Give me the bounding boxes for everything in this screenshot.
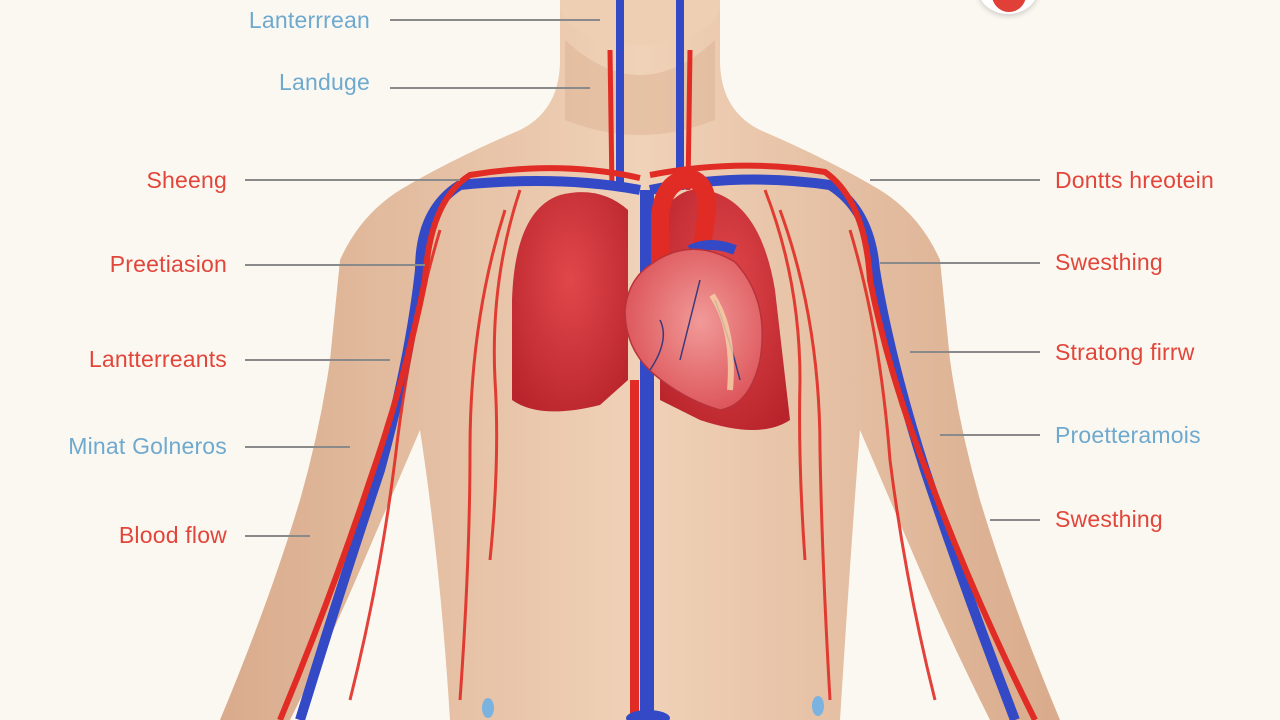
- label-lanterrrean: Lanterrrean: [248, 7, 370, 33]
- aortic-arch: [651, 170, 716, 299]
- left-lung: [512, 192, 628, 412]
- label-dontts-hreotein: Dontts hreotein: [1055, 167, 1214, 193]
- label-stratong-firrw: Stratong firrw: [1055, 339, 1195, 365]
- label-swesthing-1: Swesthing: [1055, 249, 1163, 275]
- right-shoulder-vein: [649, 174, 1020, 720]
- label-minat-golneros: Minat Golneros: [68, 433, 227, 459]
- label-blood-flow: Blood flow: [118, 522, 227, 548]
- droplet-icon: [812, 696, 824, 716]
- left-chest-arteries: [348, 189, 522, 701]
- label-lantterreants: Lantterreants: [88, 346, 227, 372]
- droplet-icon: [482, 698, 494, 718]
- red-dot-icon: [992, 0, 1026, 12]
- right-shoulder-artery: [649, 162, 1038, 720]
- right-chest-arteries: [763, 189, 937, 701]
- label-landuge: Landuge: [279, 69, 370, 95]
- label-sheeng: Sheeng: [146, 167, 227, 193]
- aorta-descending: [630, 380, 639, 720]
- neck-veins: [616, 0, 684, 190]
- heart-highlight: [709, 293, 734, 391]
- left-shoulder-vein: [295, 176, 641, 720]
- label-preetiasion: Preetiasion: [109, 251, 227, 277]
- label-swesthing-2: Swesthing: [1055, 506, 1163, 532]
- heart: [624, 248, 763, 411]
- label-proetteramois: Proetteramois: [1055, 422, 1201, 448]
- pelvis-vessel: [626, 710, 670, 720]
